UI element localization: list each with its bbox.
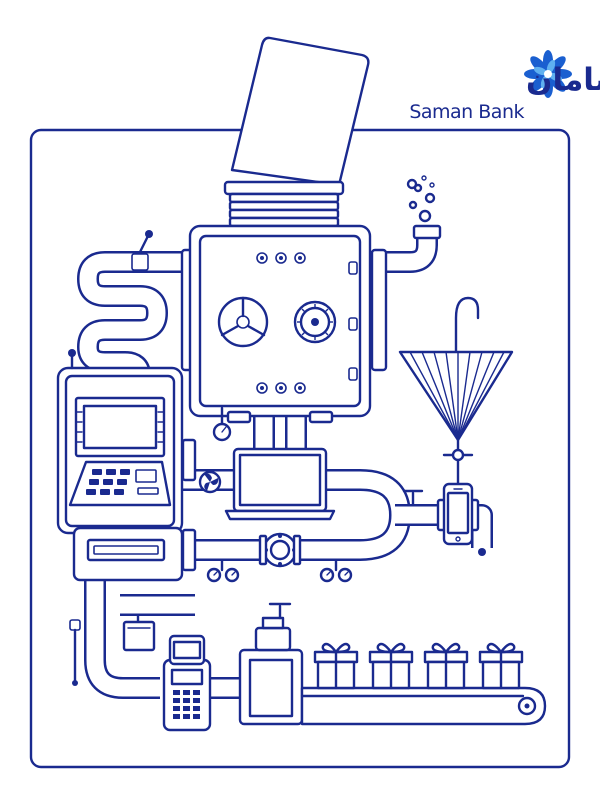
brand-name-fa: بانک سامان: [526, 62, 600, 98]
pipe-coupler-icon: [258, 532, 302, 568]
valve-icon: [402, 489, 424, 507]
atm-icon: [56, 349, 197, 582]
gift-icon: [478, 642, 524, 690]
brand-name-en: Saman Bank: [409, 101, 524, 123]
pressure-gauge-pair-right: [319, 559, 353, 583]
card-icon: [230, 36, 370, 187]
pressure-gauge-icon: [212, 406, 232, 442]
umbrella-icon: [398, 296, 514, 486]
gift-icon: [423, 642, 469, 690]
safe-combination-dial: [293, 300, 337, 344]
gift-icon: [368, 642, 414, 690]
pipe-bracket-icon: [69, 619, 81, 686]
flower-logo-icon: [524, 50, 572, 98]
safe-inlet-coupling: [223, 180, 345, 228]
safe-handle-wheel: [217, 296, 269, 348]
fan-icon: [198, 470, 222, 494]
pressure-gauge-pair-left: [206, 559, 240, 583]
gift-icon: [313, 642, 359, 690]
pipe-lever-icon: [131, 230, 153, 271]
smartphone-icon: [436, 482, 486, 556]
pos-terminal-icon: [162, 634, 212, 732]
bubbles-icon: [406, 175, 442, 240]
safe-icon: [180, 224, 388, 424]
conveyor-icon: [238, 602, 547, 726]
brand-logo: بانک سامان Saman Bank: [409, 50, 600, 123]
laptop-icon: [224, 447, 336, 521]
hanging-sign-icon: [122, 613, 156, 652]
